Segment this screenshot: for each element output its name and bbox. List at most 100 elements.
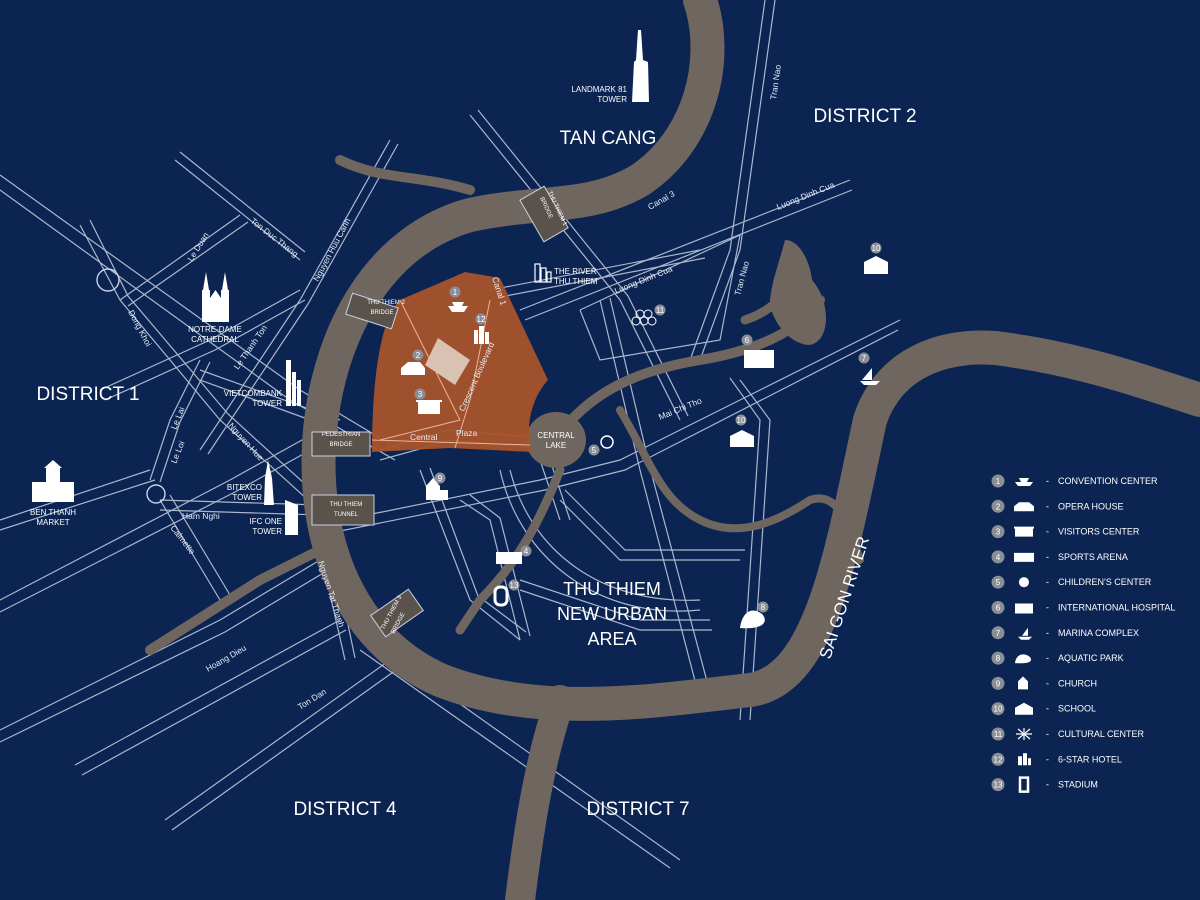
map-marker-school-2[interactable]: 10 <box>730 414 754 448</box>
map-marker-aquatic-park[interactable]: 8 <box>740 601 769 629</box>
legend-dash: - <box>1046 780 1049 790</box>
svg-text:4: 4 <box>524 547 529 556</box>
map-marker-childrens-center[interactable]: 5 <box>588 435 614 456</box>
ben-thanh-label-1: BEN THANH <box>30 508 76 517</box>
svg-text:13: 13 <box>510 581 519 590</box>
legend-label: VISITORS CENTER <box>1058 527 1140 537</box>
legend-item: 6-INTERNATIONAL HOSPITAL <box>991 601 1175 614</box>
international-hospital-icon <box>744 350 774 368</box>
landmark-81-label-1: LANDMARK 81 <box>571 85 627 94</box>
church-icon <box>426 478 448 500</box>
central-lake-label-2: LAKE <box>546 441 566 450</box>
six-star-hotel-icon <box>474 326 489 344</box>
legend-item: 13-STADIUM <box>991 776 1098 793</box>
district-7-label: DISTRICT 7 <box>586 799 689 820</box>
area-label-line-1: THU THIEM <box>563 579 661 599</box>
map-marker-opera-house[interactable]: 2 <box>401 349 425 376</box>
legend-number-badge <box>991 752 1005 766</box>
map-marker-international-hospital[interactable]: 6 <box>741 334 775 369</box>
childrens-center-icon <box>600 435 614 449</box>
visitors-center-icon <box>1014 526 1034 537</box>
svg-text:8: 8 <box>761 603 766 612</box>
street-central: Central <box>410 432 438 442</box>
map-marker-six-star-hotel[interactable]: 12 <box>474 313 489 345</box>
svg-text:10: 10 <box>872 244 881 253</box>
map-marker-stadium[interactable]: 13 <box>493 579 520 607</box>
notre-dame-label-1: NOTRE-DAME <box>188 325 242 334</box>
legend-dash: - <box>1046 754 1049 764</box>
district-1-label: DISTRICT 1 <box>36 384 139 405</box>
map-marker-cultural-center[interactable]: 11 <box>631 304 666 326</box>
central-lake-label-1: CENTRAL <box>537 431 575 440</box>
street-plaza: Plaza <box>456 428 478 438</box>
map-markers: 1 2 3 4 5 6 7 8 <box>401 242 888 629</box>
legend-label: MARINA COMPLEX <box>1058 628 1139 638</box>
aquatic-park-icon <box>1015 654 1032 664</box>
thu-thiem-2-bridge-label-2: BRIDGE <box>370 310 393 316</box>
map-marker-convention-center[interactable]: 1 <box>448 286 468 313</box>
map-marker-school-1[interactable]: 10 <box>864 242 888 275</box>
opera-house-icon <box>401 362 425 375</box>
convention-center-icon <box>1015 478 1033 486</box>
the-river-label-2: THU THIEM <box>554 277 598 286</box>
legend-number: 1 <box>996 477 1001 486</box>
school-icon <box>730 430 754 447</box>
market-icon <box>32 460 74 502</box>
notre-dame-label-2: CATHEDRAL <box>191 335 239 344</box>
skyscraper-icon <box>632 30 649 102</box>
school-icon <box>1015 702 1033 715</box>
legend-dash: - <box>1046 729 1049 739</box>
svg-text:6: 6 <box>745 336 750 345</box>
tower-icon <box>286 360 301 406</box>
aquatic-park-icon <box>740 610 765 629</box>
ben-thanh-market: BEN THANH MARKET <box>30 460 76 527</box>
area-label-line-2: NEW URBAN <box>557 604 667 624</box>
landmark-81-label-2: TOWER <box>597 95 627 104</box>
legend-dash: - <box>1046 653 1049 663</box>
legend-item: 8-AQUATIC PARK <box>991 651 1124 665</box>
svg-text:3: 3 <box>418 390 423 399</box>
thu-thiem-tunnel-label-2: TUNNEL <box>334 512 359 518</box>
map-marker-church[interactable]: 9 <box>426 472 448 501</box>
opera-house-icon <box>1014 502 1034 512</box>
svg-text:1: 1 <box>453 288 458 297</box>
thu-thiem-2-bridge-label-1: THU THIEM 2 <box>367 300 405 306</box>
legend-number-badge <box>991 626 1005 640</box>
convention-center-icon <box>448 302 468 312</box>
map-marker-sports-arena[interactable]: 4 <box>496 545 532 565</box>
vietcombank-label-1: VIETCOMBANK <box>224 389 283 398</box>
lagoon <box>770 240 826 345</box>
tower-icon <box>285 500 298 535</box>
legend-number: 4 <box>996 553 1001 562</box>
sports-arena-icon <box>496 552 522 564</box>
legend-item: 7-MARINA COMPLEX <box>991 626 1139 640</box>
legend-item: 9-CHURCH <box>991 676 1097 690</box>
notre-dame-cathedral: NOTRE-DAME CATHEDRAL <box>188 272 242 344</box>
map-marker-visitors-center[interactable]: 3 <box>414 388 443 415</box>
the-river-thu-thiem: THE RIVER THU THIEM <box>534 263 598 286</box>
legend-label: INTERNATIONAL HOSPITAL <box>1058 603 1175 613</box>
visitors-center-icon <box>416 400 442 414</box>
vietcombank-label-2: TOWER <box>252 399 282 408</box>
legend-dash: - <box>1046 552 1049 562</box>
legend-number-badge <box>991 778 1005 792</box>
legend-label: CULTURAL CENTER <box>1058 729 1145 739</box>
map-marker-marina-complex[interactable]: 7 <box>858 352 881 386</box>
svg-text:9: 9 <box>438 474 443 483</box>
marina-complex-icon <box>1018 627 1032 640</box>
legend-number-badge <box>991 474 1005 488</box>
legend-dash: - <box>1046 527 1049 537</box>
legend-item: 3-VISITORS CENTER <box>991 525 1140 539</box>
sports-arena-icon <box>1014 552 1034 562</box>
legend-dash: - <box>1046 678 1049 688</box>
tan-cang-label: TAN CANG <box>560 128 657 149</box>
legend-number: 6 <box>996 604 1001 613</box>
pedestrian-bridge-label-1: PEDESTRIAN <box>322 432 360 438</box>
legend-number-badge <box>991 601 1005 614</box>
legend-label: 6-STAR HOTEL <box>1058 754 1122 764</box>
school-icon <box>864 256 888 274</box>
street-ham-nghi: Ham Nghi <box>182 511 220 521</box>
legend-label: CHURCH <box>1058 678 1097 688</box>
legend-label: CONVENTION CENTER <box>1058 476 1158 486</box>
legend-item: 4-SPORTS ARENA <box>991 550 1128 564</box>
